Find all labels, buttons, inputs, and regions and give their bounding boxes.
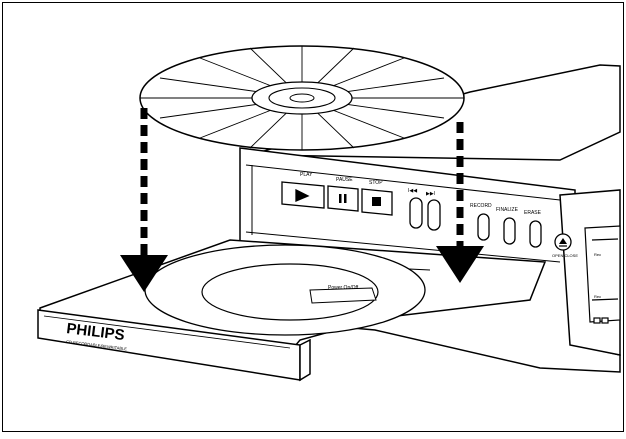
eject-icon [559,238,567,244]
svg-text:Rec: Rec [594,294,601,299]
button-labels: PLAY PAUSE STOP I◀◀ ▶▶I RECORD FINALIZE … [300,172,578,258]
control-buttons [281,181,572,251]
label-open-close: OPEN/CLOSE [552,253,578,258]
record-button[interactable] [477,213,490,241]
display-panel: Rec Rec [584,225,621,324]
label-erase: ERASE [524,210,542,216]
insert-arrow-left [120,108,168,292]
insert-arrow-right [436,122,484,283]
label-pause: PAUSE [336,177,353,183]
label-next: ▶▶I [426,191,435,197]
cd-disc [139,45,465,151]
tray-label: Power On/Off [328,285,359,291]
label-prev: I◀◀ [408,188,417,194]
brand-logo: PHILIPS [66,320,126,344]
svg-text:Rec: Rec [594,252,601,257]
label-finalize: FINALIZE [496,207,519,213]
prev-button[interactable] [409,197,423,229]
stop-button[interactable] [361,188,393,216]
label-record: RECORD [470,203,492,209]
pause-button[interactable] [327,185,359,212]
open-close-button[interactable] [554,233,572,251]
next-button[interactable] [427,199,441,231]
erase-button[interactable] [529,220,542,248]
play-button[interactable] [281,181,325,209]
play-icon [295,188,310,202]
front-panel-lines [245,164,561,263]
finalize-button[interactable] [503,217,516,245]
label-play: PLAY [300,172,313,178]
pause-icon [339,194,347,203]
disc-tray[interactable]: Power On/Off [37,239,547,382]
stop-icon [372,197,381,206]
label-stop: STOP [369,180,383,186]
